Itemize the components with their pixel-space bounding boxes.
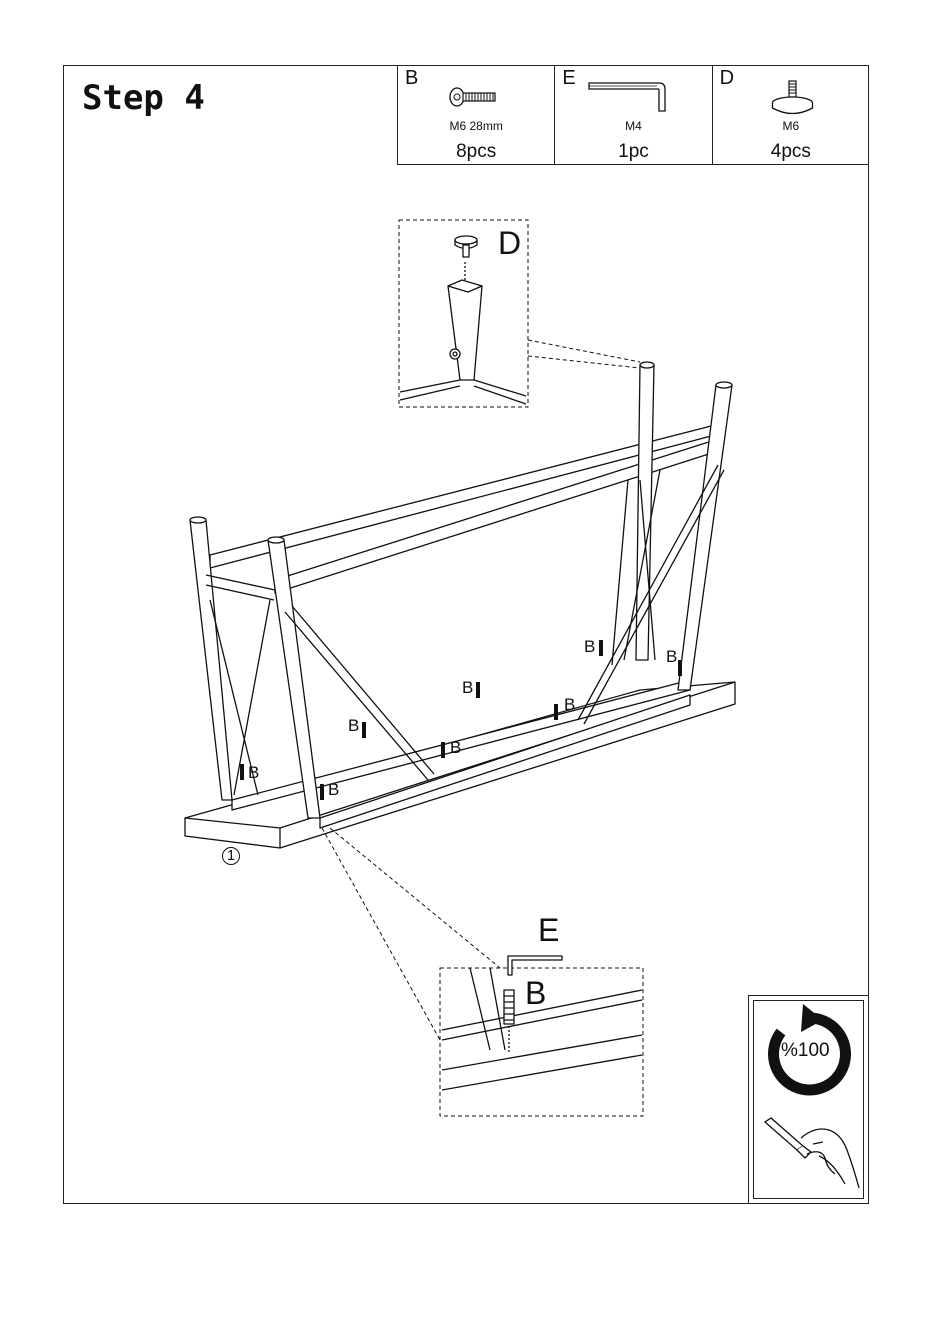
bolt-detail <box>504 990 514 1024</box>
bolt-label: B <box>348 716 359 736</box>
bolt-label: B <box>462 678 473 698</box>
bolt-label: B <box>666 647 677 667</box>
callout-b: B <box>525 975 546 1012</box>
part-number-badge: 1 <box>222 847 240 865</box>
hand-with-allen-key-icon <box>763 1114 861 1196</box>
allen-key-detail <box>508 956 562 975</box>
torque-text: %100 <box>781 1040 830 1062</box>
bolt-label: B <box>248 763 259 783</box>
bolt-label: B <box>328 780 339 800</box>
leveling-foot-detail <box>455 236 477 244</box>
callout-e: E <box>538 912 559 949</box>
bolt-label: B <box>450 738 461 758</box>
bolt-label: B <box>584 637 595 657</box>
bolt-label: B <box>564 695 575 715</box>
callout-d: D <box>498 225 521 262</box>
torque-panel: %100 <box>748 995 869 1204</box>
